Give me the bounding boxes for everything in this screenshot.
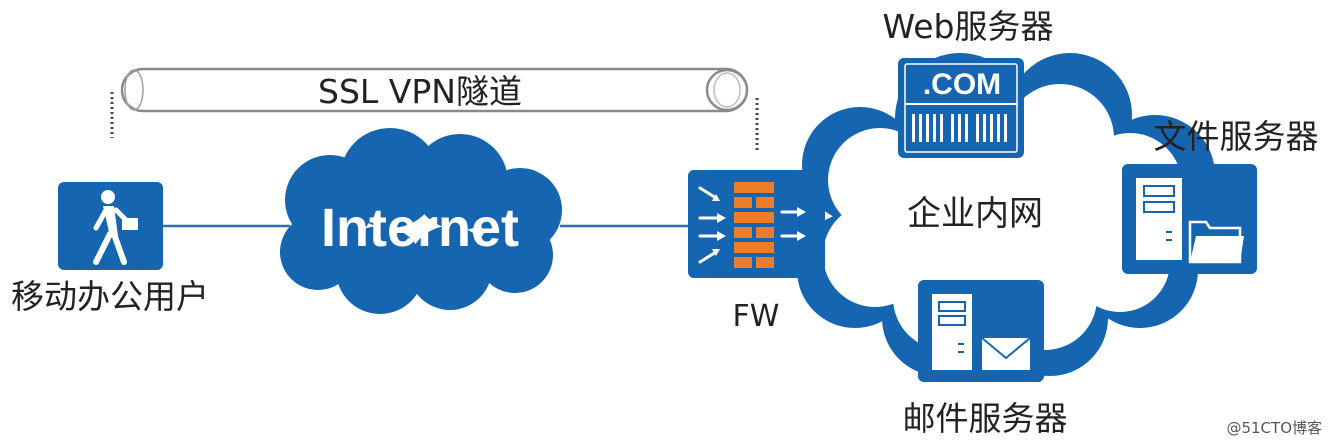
envelope-icon	[981, 337, 1031, 370]
server-tower-icon	[1136, 178, 1182, 260]
folder-icon	[1188, 220, 1244, 264]
firewall-tile	[688, 170, 825, 278]
mobile-user-node: 移动办公用户	[11, 182, 209, 316]
internet-label: Internet	[321, 198, 519, 258]
web-server-inner-frame	[904, 63, 1018, 153]
tunnel-right-opening	[705, 68, 749, 112]
traffic-arrows-icon	[698, 186, 806, 264]
web-server-node: Web服务器 .COM	[883, 7, 1054, 158]
web-server-badge: .COM	[923, 68, 1001, 101]
firewall-node: FW	[688, 170, 825, 334]
watermark-text: @51CTO博客	[1226, 419, 1322, 437]
internet-cloud: Internet	[280, 128, 562, 314]
mail-server-label: 邮件服务器	[903, 399, 1068, 438]
walking-person-icon	[93, 190, 138, 265]
tunnel-right-inner	[713, 72, 741, 108]
file-server-label: 文件服务器	[1154, 117, 1319, 156]
file-server-node: 文件服务器	[1122, 117, 1319, 274]
web-server-label: Web服务器	[883, 7, 1054, 46]
ssl-vpn-tunnel: SSL VPN隧道	[120, 67, 749, 113]
web-server-vents-icon	[912, 114, 1007, 142]
server-tower-icon	[932, 294, 972, 370]
brick-wall-icon	[734, 182, 774, 268]
firewall-label: FW	[733, 299, 780, 334]
mobile-user-label: 移动办公用户	[11, 277, 209, 316]
tunnel-label: SSL VPN隧道	[318, 72, 522, 111]
intranet-label: 企业内网	[907, 194, 1043, 234]
mail-server-node: 邮件服务器	[903, 280, 1068, 438]
tunnel-left-edge	[124, 69, 144, 111]
